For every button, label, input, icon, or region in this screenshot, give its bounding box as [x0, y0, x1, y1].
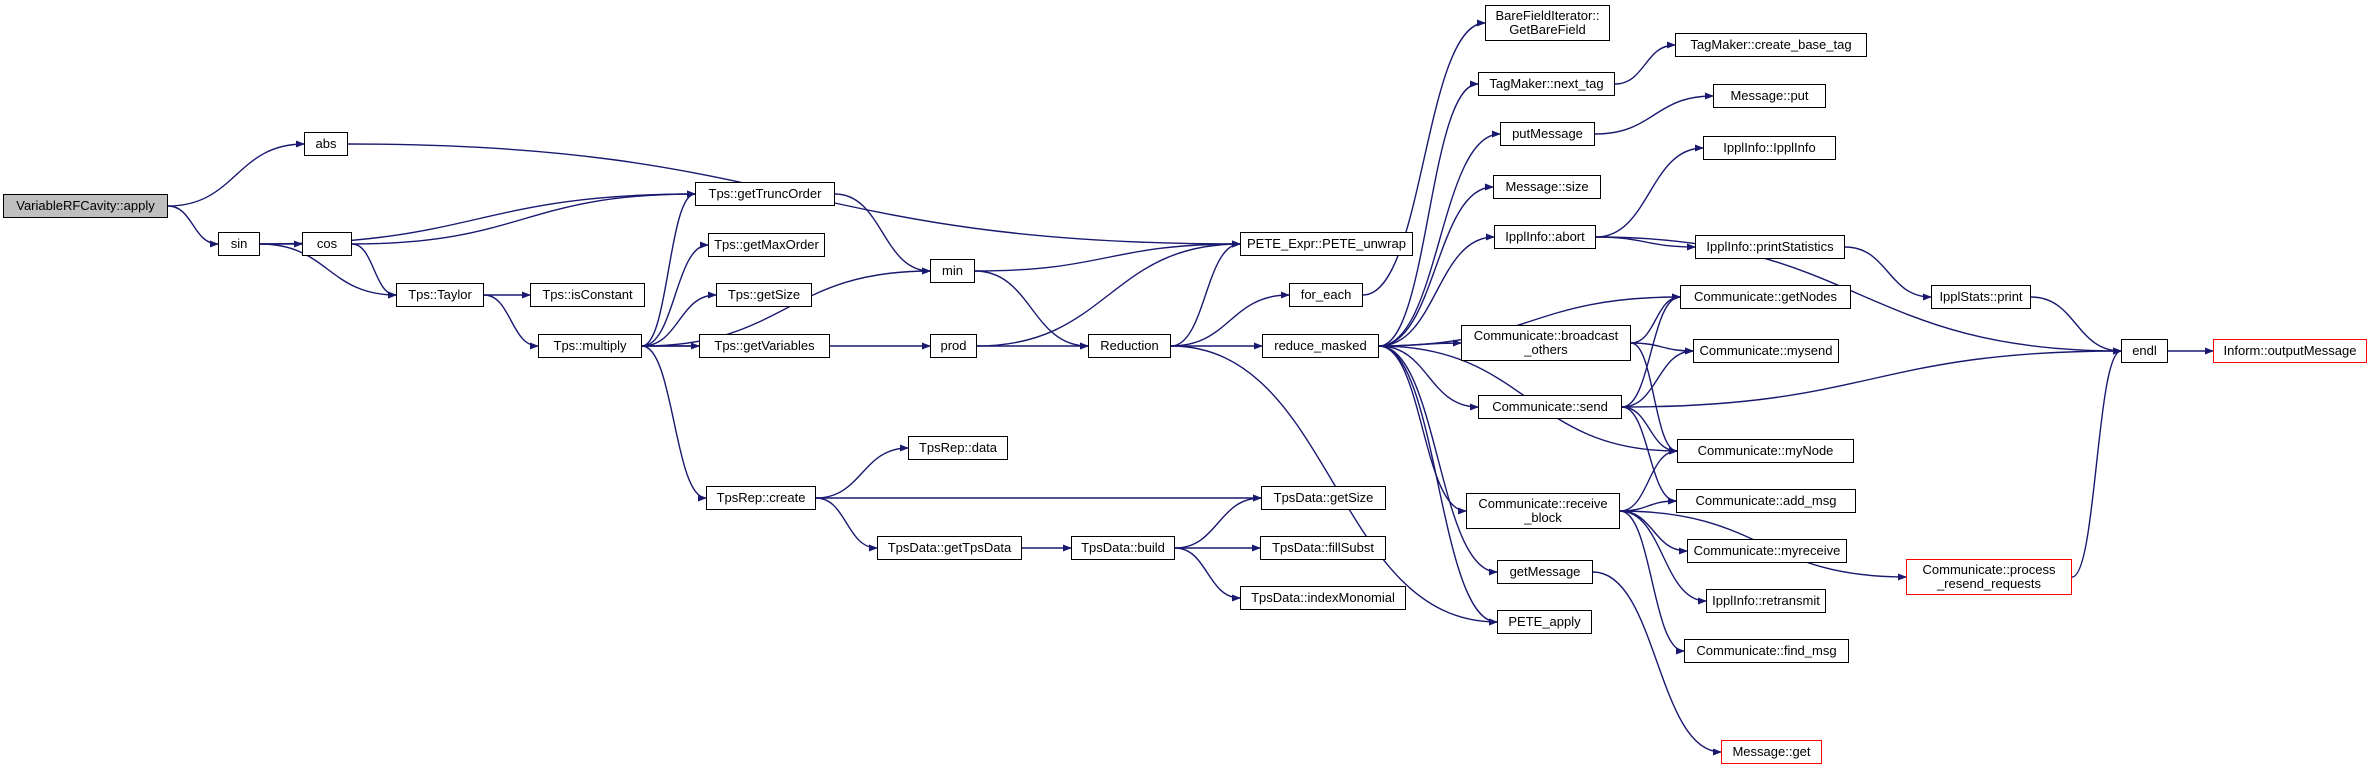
call-edge-send-to-mysend — [1621, 347, 1694, 408]
call-edge-cos-to-taylor — [351, 243, 397, 299]
call-edge-reduceMasked-to-peteApply — [1378, 345, 1498, 626]
call-edge-abort-to-endl — [1595, 236, 2122, 355]
node-cos[interactable]: cos — [302, 232, 352, 256]
node-tpsdata-gettpsdata[interactable]: TpsData::getTpsData — [877, 536, 1022, 560]
node-tps-multiply[interactable]: Tps::multiply — [538, 334, 642, 358]
call-edge-send-to-getNodes — [1621, 293, 1681, 408]
call-edge-root-to-abs — [167, 140, 305, 207]
node-pete-apply[interactable]: PETE_apply — [1497, 610, 1592, 634]
call-edge-putMessage-to-messagePut — [1594, 92, 1714, 135]
call-edge-min-to-reduction — [974, 270, 1089, 350]
node-communicate-receive-block[interactable]: Communicate::receive _block — [1466, 493, 1620, 529]
call-edge-send-to-addMsg — [1621, 406, 1677, 505]
node-tps-isconstant[interactable]: Tps::isConstant — [530, 283, 645, 307]
call-edge-processResend-to-endl — [2071, 347, 2122, 578]
node-abs[interactable]: abs — [304, 132, 348, 156]
node-pete-expr-pete-unwrap[interactable]: PETE_Expr::PETE_unwrap — [1240, 232, 1413, 256]
node-ipplinfo-abort[interactable]: IpplInfo::abort — [1494, 225, 1596, 249]
call-edge-receiveBlock-to-myNode — [1619, 447, 1678, 512]
call-edge-reduction-to-forEach — [1170, 291, 1290, 347]
node-ipplstats-print[interactable]: IpplStats::print — [1931, 285, 2031, 309]
call-edge-multiply-to-min — [641, 267, 931, 347]
call-edge-reduceMasked-to-messageSize — [1378, 183, 1494, 347]
call-edge-receiveBlock-to-retransmit — [1619, 510, 1707, 605]
call-edge-reduceMasked-to-receiveBlock — [1378, 345, 1467, 515]
node-communicate-mynode[interactable]: Communicate::myNode — [1677, 439, 1854, 463]
node-tps-getsize[interactable]: Tps::getSize — [716, 283, 812, 307]
node-ipplinfo-retransmit[interactable]: IpplInfo::retransmit — [1706, 589, 1826, 613]
node-prod[interactable]: prod — [930, 334, 977, 358]
call-edge-reduction-to-peteUnwrap — [1170, 240, 1241, 347]
node-barefielditerator-getbarefield[interactable]: BareFieldIterator:: GetBareField — [1485, 5, 1610, 41]
call-edge-abort-to-ipplInfo — [1595, 144, 1704, 238]
node-tps-getmaxorder[interactable]: Tps::getMaxOrder — [708, 233, 825, 257]
node-ipplinfo-printstatistics[interactable]: IpplInfo::printStatistics — [1695, 235, 1845, 259]
call-edge-tpsdataBuild-to-tpsdataGetSize — [1174, 494, 1262, 549]
call-edge-reduceMasked-to-send — [1378, 345, 1479, 411]
call-edge-send-to-endl — [1621, 347, 2122, 408]
call-edge-tpsdataBuild-to-indexMonomial — [1174, 547, 1241, 602]
node-communicate-broadcast-others[interactable]: Communicate::broadcast _others — [1461, 325, 1631, 361]
call-edge-reduceMasked-to-getMessage — [1378, 345, 1498, 576]
node-message-size[interactable]: Message::size — [1493, 175, 1601, 199]
node-reduction[interactable]: Reduction — [1088, 334, 1171, 358]
call-edges — [167, 19, 2214, 756]
node-tagmaker-next-tag[interactable]: TagMaker::next_tag — [1478, 72, 1615, 96]
call-edge-reduceMasked-to-abort — [1378, 233, 1495, 347]
call-edge-tpsrepCreate-to-getTpsData — [815, 497, 878, 552]
call-edge-broadcastOthers-to-myNode — [1630, 342, 1678, 455]
node-tps-taylor[interactable]: Tps::Taylor — [396, 283, 484, 307]
call-edge-printStatistics-to-ipplStatsPrint — [1844, 246, 1932, 301]
node-variablerfcavity-apply[interactable]: VariableRFCavity::apply — [3, 194, 168, 218]
call-edge-tpsrepCreate-to-tpsrepData — [815, 444, 909, 499]
call-edge-prod-to-peteUnwrap — [976, 240, 1241, 347]
call-edge-multiply-to-getTruncOrder — [641, 190, 696, 347]
call-edge-getTruncOrder-to-min — [834, 193, 931, 275]
node-communicate-find-msg[interactable]: Communicate::find_msg — [1684, 639, 1849, 663]
node-message-get[interactable]: Message::get — [1721, 740, 1822, 764]
call-edge-cos-to-getTruncOrder — [351, 190, 696, 245]
call-edge-getMessage-to-messageGet — [1592, 571, 1722, 756]
node-communicate-process-resend-requests[interactable]: Communicate::process _resend_requests — [1906, 559, 2072, 595]
call-edge-multiply-to-tpsrepCreate — [641, 345, 707, 502]
node-communicate-add-msg[interactable]: Communicate::add_msg — [1676, 489, 1856, 513]
call-edge-ipplStatsPrint-to-endl — [2030, 296, 2122, 355]
node-for-each[interactable]: for_each — [1289, 283, 1363, 307]
node-tpsdata-fillsubst[interactable]: TpsData::fillSubst — [1260, 536, 1386, 560]
call-edge-reduction-to-peteApply — [1170, 345, 1498, 626]
call-edge-receiveBlock-to-findMsg — [1619, 510, 1685, 655]
node-min[interactable]: min — [930, 259, 975, 283]
node-sin[interactable]: sin — [218, 232, 260, 256]
node-communicate-send[interactable]: Communicate::send — [1478, 395, 1622, 419]
node-message-put[interactable]: Message::put — [1713, 84, 1826, 108]
node-endl[interactable]: endl — [2121, 339, 2168, 363]
call-edge-reduceMasked-to-putMessage — [1378, 130, 1501, 347]
node-getmessage[interactable]: getMessage — [1497, 560, 1593, 584]
call-edge-sin-to-taylor — [259, 243, 397, 299]
node-communicate-myreceive[interactable]: Communicate::myreceive — [1687, 539, 1847, 563]
node-communicate-getnodes[interactable]: Communicate::getNodes — [1680, 285, 1851, 309]
node-tpsrep-create[interactable]: TpsRep::create — [706, 486, 816, 510]
node-inform-outputmessage[interactable]: Inform::outputMessage — [2213, 339, 2367, 363]
call-edge-root-to-sin — [167, 205, 219, 248]
call-edge-min-to-peteUnwrap — [974, 240, 1241, 272]
node-tpsdata-indexmonomial[interactable]: TpsData::indexMonomial — [1240, 586, 1406, 610]
call-edge-multiply-to-getMaxOrder — [641, 241, 709, 347]
node-putmessage[interactable]: putMessage — [1500, 122, 1595, 146]
node-tpsdata-getsize[interactable]: TpsData::getSize — [1261, 486, 1386, 510]
node-reduce-masked[interactable]: reduce_masked — [1262, 334, 1379, 358]
call-edge-forEach-to-bareField — [1362, 19, 1486, 296]
call-edge-reduceMasked-to-nextTag — [1378, 80, 1479, 347]
node-tpsdata-build[interactable]: TpsData::build — [1071, 536, 1175, 560]
call-edge-multiply-to-getSize — [641, 291, 717, 347]
node-tps-getvariables[interactable]: Tps::getVariables — [699, 334, 830, 358]
call-edge-taylor-to-multiply — [483, 294, 539, 350]
node-tpsrep-data[interactable]: TpsRep::data — [908, 436, 1008, 460]
node-tagmaker-create-base-tag[interactable]: TagMaker::create_base_tag — [1675, 33, 1867, 57]
node-communicate-mysend[interactable]: Communicate::mysend — [1693, 339, 1839, 363]
node-tps-gettruncorder[interactable]: Tps::getTruncOrder — [695, 182, 835, 206]
node-ipplinfo-ipplinfo[interactable]: IpplInfo::IpplInfo — [1703, 136, 1836, 160]
call-edge-nextTag-to-createBaseTag — [1614, 41, 1676, 85]
